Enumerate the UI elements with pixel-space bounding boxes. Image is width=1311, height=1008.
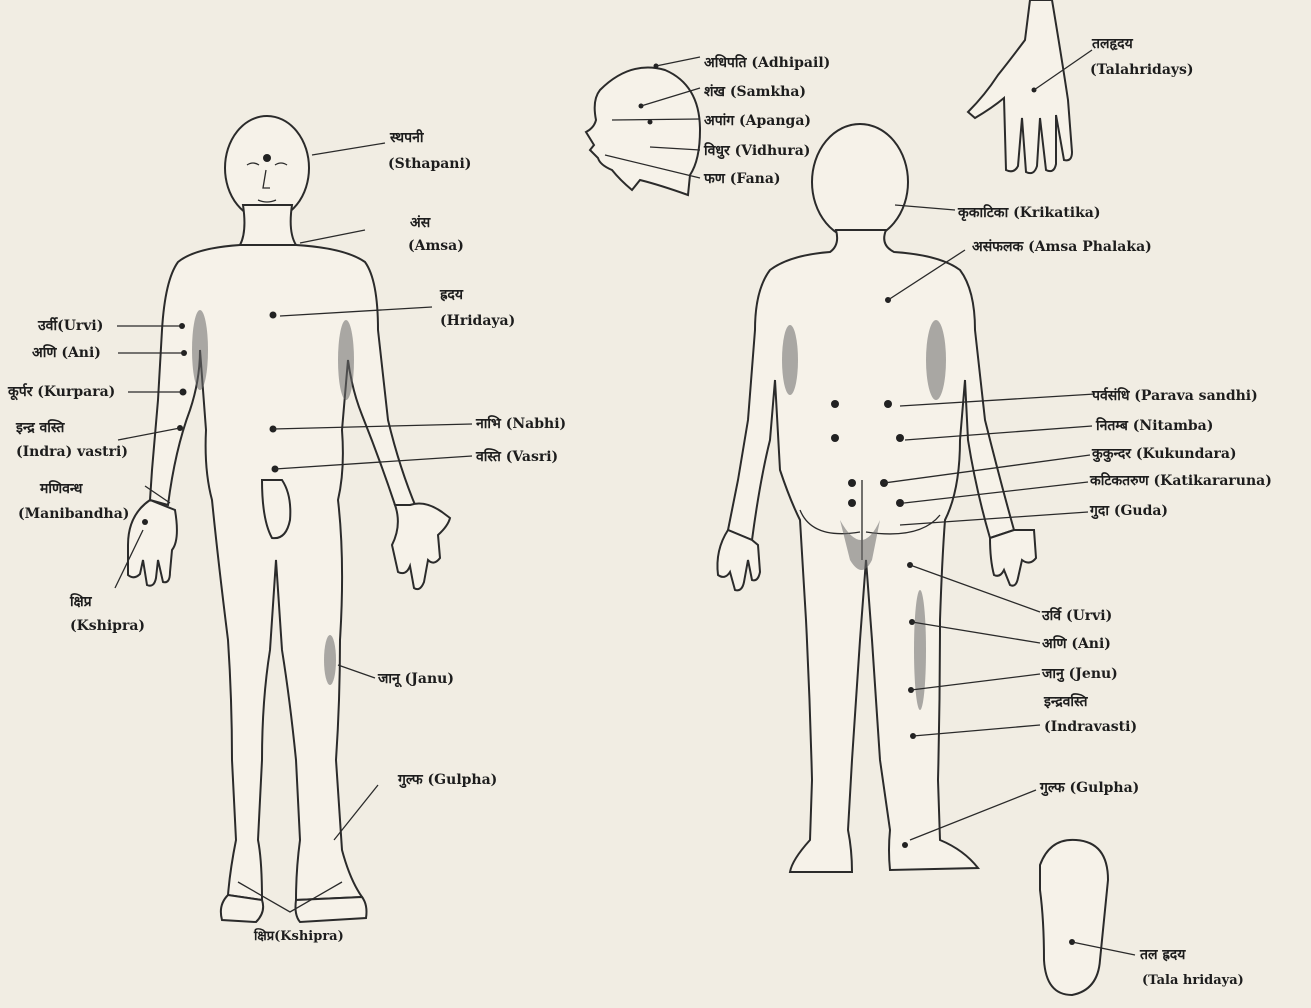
label-adhipati: अधिपति (Adhipail) [704, 55, 830, 71]
label-tala-hridaya-devanagari: तल ह्रदय [1140, 947, 1185, 963]
label-krikatika: कृकाटिका (Krikatika) [958, 205, 1101, 221]
label-amsa-english: (Amsa) [408, 238, 464, 254]
label-parava-sandhi: पर्वसंधि (Parava sandhi) [1092, 388, 1258, 404]
label-janu-back: जानु (Jenu) [1042, 666, 1118, 682]
label-urvi-back: उर्वि (Urvi) [1042, 608, 1112, 624]
label-sthapani-english: (Sthapani) [388, 156, 471, 172]
label-gulpha-back: गुल्फ (Gulpha) [1040, 780, 1139, 796]
label-ani-back: अणि (Ani) [1042, 636, 1111, 652]
back-body-figure [717, 124, 1036, 872]
label-sthapani-devanagari: स्थपनी [390, 130, 423, 146]
front-body-figure [128, 116, 450, 922]
label-hridaya-devanagari: ह्रदय [440, 287, 463, 303]
label-vidhura: विधुर (Vidhura) [704, 143, 810, 159]
label-samkha: शंख (Samkha) [704, 84, 806, 100]
label-kshipra-devanagari: क्षिप्र [70, 594, 92, 610]
label-guda: गुदा (Guda) [1090, 503, 1168, 519]
label-kukundara: कुकुन्दर (Kukundara) [1092, 446, 1237, 462]
label-talahridaya-devanagari: तलहृदय [1092, 36, 1133, 52]
label-ani-front: अणि (Ani) [32, 345, 101, 361]
label-talahridaya-english: (Talahridays) [1090, 62, 1194, 78]
label-indravasti-devanagari: इन्द्रवस्ति [1044, 694, 1087, 710]
label-kurpara: कूर्पर (Kurpara) [8, 384, 115, 400]
label-indra-vasti-english: (Indra) vastri) [16, 444, 128, 460]
label-kshipra-foot: क्षिप्र(Kshipra) [254, 929, 344, 945]
label-kshipra-english: (Kshipra) [70, 618, 145, 634]
label-gulpha-front: गुल्फ (Gulpha) [398, 772, 497, 788]
hand-palm-figure [968, 0, 1072, 173]
label-apanga: अपांग (Apanga) [704, 113, 811, 129]
label-nabhi: नाभि (Nabhi) [476, 416, 566, 432]
foot-sole-figure [1040, 840, 1108, 995]
label-manibandha-devanagari: मणिवन्ध [40, 481, 82, 497]
label-manibandha-english: (Manibandha) [18, 506, 129, 522]
label-hridaya-english: (Hridaya) [440, 313, 515, 329]
head-profile-figure [586, 64, 700, 196]
label-amsaphalaka: असंफलक (Amsa Phalaka) [972, 239, 1152, 255]
label-fana: फण (Fana) [704, 171, 781, 187]
label-katikataruna: कटिकतरुण (Katikararuna) [1090, 473, 1272, 489]
label-janu-front: जानू (Janu) [378, 671, 454, 687]
label-urvi-front: उर्वी(Urvi) [38, 318, 103, 334]
label-indravasti-english: (Indravasti) [1044, 719, 1137, 735]
label-amsa-devanagari: अंस [410, 215, 430, 231]
label-nitamba: नितम्ब (Nitamba) [1096, 418, 1213, 434]
label-tala-hridaya-english: (Tala hridaya) [1142, 973, 1244, 989]
label-indra-vasti-devanagari: इन्द्र वस्ति [16, 420, 64, 436]
label-vasti: वस्ति (Vasri) [476, 449, 558, 465]
